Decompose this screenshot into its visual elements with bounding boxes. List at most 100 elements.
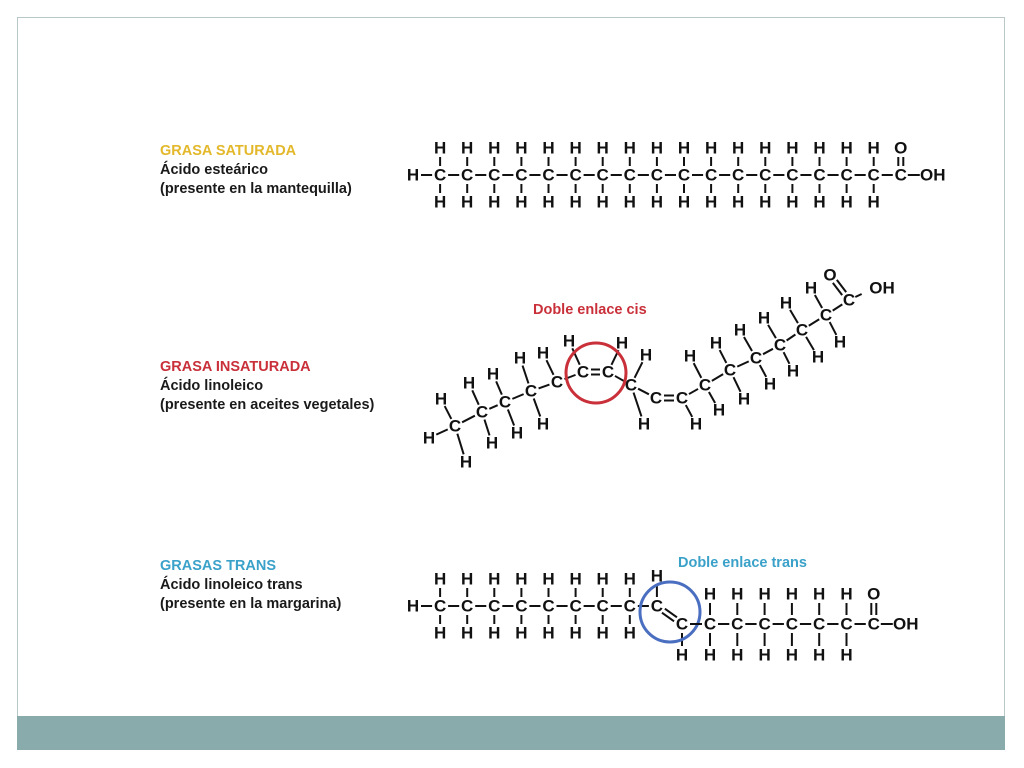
trans-h-down: H [597,624,609,643]
linoleic-c-o-double-bond [832,282,843,296]
linoleic-oh: OH [869,279,895,298]
linoleic-c-h-bond [632,392,643,417]
trans-h-up: H [569,570,581,589]
stearic-carbon: C [786,166,798,185]
linoleic-carbon: C [577,363,589,382]
stearic-h-down: H [840,193,852,212]
saturated-fat-title: GRASA SATURADA [160,143,297,159]
stearic-h-up: H [732,139,744,158]
trans-h-up: H [597,570,609,589]
stearic-h-down: H [678,193,690,212]
linoleic-carbonyl-o: O [823,266,836,285]
stearic-carbon: C [515,166,527,185]
linoleic-c-h-bond [782,351,791,365]
cis-double-bond-ring [564,341,628,405]
linoleic-c-h-bond [483,419,491,436]
linoleic-c-c-bond [762,347,774,356]
stearic-h-down: H [813,193,825,212]
linoleic-hydrogen: H [738,390,750,409]
stearic-h-up: H [434,139,446,158]
linoleic-c-oh-bond [854,293,863,298]
stearic-h-down: H [651,193,663,212]
unsaturated-fat-label: GRASA INSATURADA Ácido linoleico (presen… [160,358,374,415]
stearic-h-up: H [759,139,771,158]
stearic-carbon: C [434,166,446,185]
linoleic-c-c-bond [688,388,699,395]
linoleic-c-h-bond [495,380,503,396]
footer-bar [17,716,1005,750]
linoleic-c-h-bond [521,365,530,384]
linoleic-hydrogen: H [537,344,549,363]
stearic-h-down: H [569,193,581,212]
linoleic-hydrogen: H [563,332,575,351]
trans-double-bond-ring [638,580,702,644]
trans-linoleic-acid-source: (presente en la margarina) [160,596,342,612]
trans-carbon: C [434,597,446,616]
stearic-carbon: C [840,166,852,185]
linoleic-c-h-bond [805,336,815,351]
trans-carbon: C [624,597,636,616]
linoleic-hydrogen: H [780,294,792,313]
saturated-fat-label: GRASA SATURADA Ácido esteárico (presente… [160,142,352,199]
stearic-carbon: C [732,166,744,185]
stearic-carbon: C [597,166,609,185]
trans-h-up: H [434,570,446,589]
stearic-carbon: C [678,166,690,185]
linoleic-hydrogen: H [758,309,770,328]
stearic-carbon: C [705,166,717,185]
stearic-carbon: C [624,166,636,185]
trans-carbon: C [731,615,743,634]
linoleic-hydrogen: H [640,346,652,365]
trans-h-up: H [758,585,770,604]
linoleic-hydrogen: H [511,424,523,443]
trans-c-c-double-bond [661,611,675,623]
stearic-carbon: C [569,166,581,185]
stearic-carbon: C [542,166,554,185]
linoleic-c-h-bond [435,428,449,436]
linoleic-c-c-bond [488,404,499,410]
linoleic-c-h-bond [456,433,465,455]
linoleic-c-h-bond [471,389,480,406]
trans-carbon: C [676,615,688,634]
trans-carbon: C [840,615,852,634]
linoleic-hydrogen: H [463,374,475,393]
trans-h-down: H [731,646,743,665]
stearic-carbon: C [813,166,825,185]
trans-h-up: H [624,570,636,589]
linoleic-hydrogen: H [537,415,549,434]
trans-carbon: C [651,597,663,616]
trans-h-down: H [704,646,716,665]
trans-h-down: H [676,646,688,665]
trans-carbon: C [597,597,609,616]
stearic-h-up: H [542,139,554,158]
stearic-h-up: H [624,139,636,158]
trans-carbon: C [542,597,554,616]
trans-h-up: H [515,570,527,589]
linoleic-c-o-double-bond [836,279,847,293]
linoleic-carbon: C [699,376,711,395]
linoleic-c-h-bond [633,361,644,379]
linoleic-c-h-bond [545,359,555,376]
linoleic-hydrogen: H [423,429,435,448]
trans-h-up: H [840,585,852,604]
linoleic-carbon: C [843,291,855,310]
trans-fat-label: GRASAS TRANS Ácido linoleico trans (pres… [160,557,341,614]
stearic-h-up: H [678,139,690,158]
linoleic-c-h-bond [718,349,728,364]
trans-h-down: H [624,624,636,643]
linoleic-hydrogen: H [690,415,702,434]
stearic-h-up: H [515,139,527,158]
linoleic-c-h-bond [828,321,838,336]
trans-h-up: H [731,585,743,604]
linoleic-carbon: C [449,417,461,436]
stearic-h-down: H [542,193,554,212]
trans-carbon: C [758,615,770,634]
stearic-terminal-h: H [407,166,419,185]
trans-linoleic-acid-name: Ácido linoleico trans [160,577,303,593]
linoleic-c-c-bond [614,375,625,382]
linoleic-c-h-bond [814,294,823,309]
trans-carbon: C [813,615,825,634]
stearic-h-up: H [597,139,609,158]
trans-h-up: H [651,567,663,586]
linoleic-c-h-bond [532,398,542,417]
